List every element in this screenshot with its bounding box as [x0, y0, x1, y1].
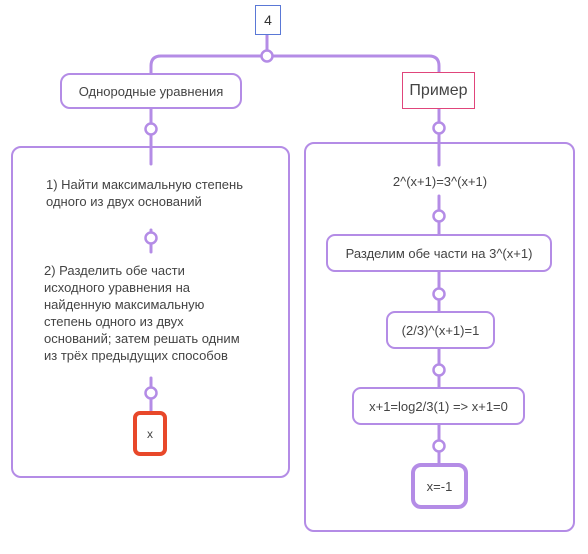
connector-dot: [144, 386, 158, 400]
example-step-divide[interactable]: Разделим обе части на 3^(x+1): [326, 234, 552, 272]
root-node[interactable]: 4: [255, 5, 281, 35]
left-panel: [11, 146, 290, 478]
right-panel: [304, 142, 575, 532]
connector-dot: [432, 287, 446, 301]
example-equation[interactable]: 2^(x+1)=3^(x+1): [392, 174, 488, 189]
connector-dot: [432, 439, 446, 453]
leaf-x-node[interactable]: x: [133, 411, 167, 456]
example-step-ratio[interactable]: (2/3)^(x+1)=1: [386, 311, 495, 349]
connector-dot: [260, 49, 274, 63]
step-divide-both-sides[interactable]: 2) Разделить обе части исходного уравнен…: [44, 263, 240, 363]
topic-homogeneous-equations[interactable]: Однородные уравнения: [60, 73, 242, 109]
connector-dot: [432, 209, 446, 223]
connector-dot: [432, 121, 446, 135]
topic-example[interactable]: Пример: [402, 72, 475, 109]
example-step-log[interactable]: x+1=log2/3(1) => x+1=0: [352, 387, 525, 425]
example-answer[interactable]: x=-1: [411, 463, 468, 509]
connector-dot: [144, 122, 158, 136]
connector-dot: [432, 363, 446, 377]
connector-dot: [144, 231, 158, 245]
step-find-max-power[interactable]: 1) Найти максимальную степень одного из …: [46, 177, 243, 209]
